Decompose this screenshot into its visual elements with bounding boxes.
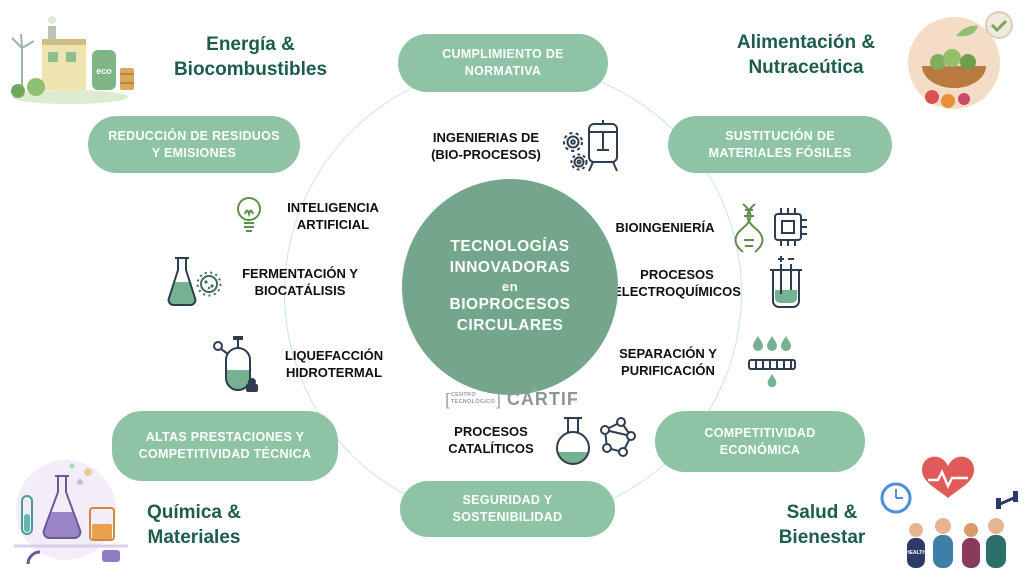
bioreactor-icon	[559, 118, 629, 176]
center-title-line: CIRCULARES	[456, 317, 564, 335]
eco-tank-label: eco	[96, 66, 112, 76]
fermentation-flask-icon	[150, 254, 224, 312]
cartif-logo: [ CENTRO TECNOLÓGICO ] CARTIF	[430, 386, 594, 412]
tech-bioprocess-engineering: INGENIERIAS DE (BIO-PROCESOS)	[420, 118, 629, 176]
logo-name: CARTIF	[506, 388, 579, 409]
tech-electrochemical-processes-label: PROCESOS ELECTROQUÍMICOS	[613, 267, 741, 299]
tech-fermentation-biocatalysis: FERMENTACIÓN Y BIOCATÁLISIS	[150, 254, 369, 312]
badge-reduccion-residuos: REDUCCIÓN DE RESIDUOS Y EMISIONES	[88, 116, 300, 173]
sector-health-label: Salud & Bienestar	[778, 502, 866, 548]
sector-food-label: Alimentación & Nutraceútica	[736, 32, 876, 78]
catalytic-flask-icon	[549, 412, 637, 470]
sector-chemistry-label: Química & Materiales	[147, 502, 241, 548]
tech-separation-purification: SEPARACIÓN Y PURIFICACIÓN	[602, 334, 803, 392]
food-illustration	[896, 8, 1018, 112]
tech-bioengineering-label: BIOINGENIERÍA	[615, 219, 715, 235]
center-title-line: INNOVADORAS	[449, 258, 571, 276]
badge-competitividad-economica: COMPETITIVIDAD ECONÓMICA	[655, 411, 865, 472]
health-sign-label: HEALTH	[906, 550, 926, 556]
badge-seguridad-sostenibilidad: SEGURIDAD Y SOSTENIBILIDAD	[400, 481, 615, 537]
tech-bioprocess-engineering-label: INGENIERIAS DE (BIO-PROCESOS)	[431, 130, 541, 162]
logo-bracket-line1: CENTRO	[450, 392, 476, 399]
center-title-line: en	[501, 278, 519, 294]
badge-sustitucion-fosiles: SUSTITUCIÓN DE MATERIALES FÓSILES	[668, 116, 892, 173]
tech-separation-purification-label: SEPARACIÓN Y PURIFICACIÓN	[619, 346, 717, 378]
tech-artificial-intelligence-label: INTELIGENCIA ARTIFICIAL	[287, 200, 379, 232]
sector-energy-label: Energía & Biocombustibles	[173, 34, 328, 80]
center-title-circle: TECNOLOGÍAS INNOVADORAS en BIOPROCESOS C…	[402, 179, 618, 395]
hydrothermal-vessel-icon	[206, 334, 262, 396]
center-title-line: BIOPROCESOS	[449, 296, 571, 314]
lightbulb-icon	[232, 194, 266, 240]
tech-catalytic-processes: PROCESOS CATALÍTICOS	[440, 412, 637, 470]
chemistry-illustration	[6, 452, 136, 570]
center-title-line: TECNOLOGÍAS	[450, 237, 570, 255]
logo-bracket-text: CENTRO TECNOLÓGICO	[451, 392, 495, 406]
electrochemical-cell-icon	[759, 254, 813, 314]
tech-electrochemical-processes: PROCESOS ELECTROQUÍMICOS	[602, 254, 813, 314]
tech-fermentation-biocatalysis-label: FERMENTACIÓN Y BIOCATÁLISIS	[242, 266, 358, 298]
tech-artificial-intelligence: INTELIGENCIA ARTIFICIAL	[232, 194, 393, 240]
health-illustration: HEALTH	[876, 446, 1021, 570]
tech-catalytic-processes-label: PROCESOS CATALÍTICOS	[448, 424, 534, 456]
logo-bracket-line2: TECNOLÓGICO	[450, 399, 496, 405]
logo-right-bracket: ]	[496, 389, 501, 409]
tech-hydrothermal-liquefaction-label: LIQUEFACCIÓN HIDROTERMAL	[284, 348, 384, 380]
tech-bioengineering: BIOINGENIERÍA	[604, 202, 809, 254]
tech-hydrothermal-liquefaction: LIQUEFACCIÓN HIDROTERMAL	[206, 334, 399, 396]
badge-altas-prestaciones: ALTAS PRESTACIONES Y COMPETITIVIDAD TÉCN…	[112, 411, 338, 481]
dna-chip-icon	[733, 202, 809, 254]
separation-filter-icon	[741, 334, 803, 392]
energy-illustration: eco	[8, 10, 144, 106]
logo-accent-triangle	[530, 386, 538, 391]
logo-left-bracket: [	[445, 389, 450, 409]
badge-cumplimiento-normativa: CUMPLIMIENTO DE NORMATIVA	[398, 34, 608, 92]
